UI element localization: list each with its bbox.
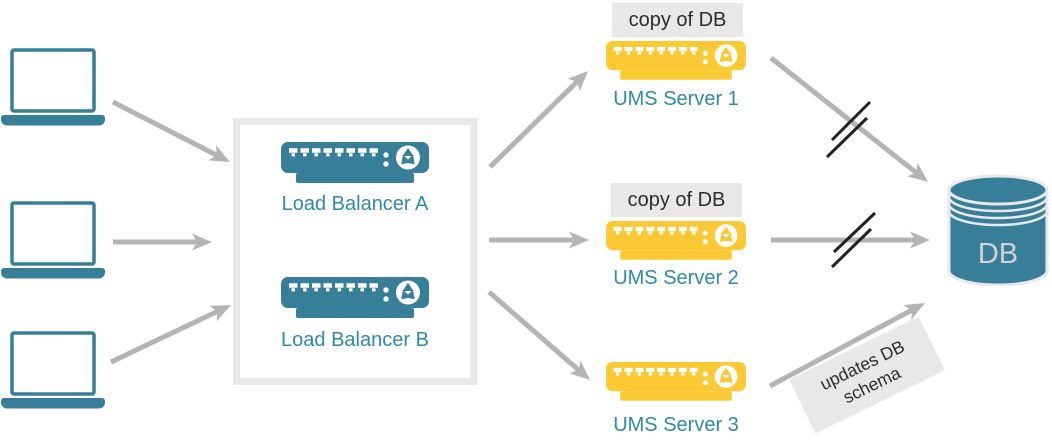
laptop-icon [1,48,105,126]
updates-db-schema-note: updates DB schema [789,316,945,434]
ums-server-1-label: UMS Server 1 [613,88,739,110]
laptop-icon [1,331,105,409]
copy-of-db-badge: copy of DB [611,183,742,217]
server-icon [280,141,430,185]
flow-arrow [109,305,231,365]
flow-arrow [771,231,930,249]
flow-arrow [111,99,230,162]
ums-server-2-label: UMS Server 2 [613,267,739,289]
load-balancer-a-label: Load Balancer A [281,193,429,215]
server-icon [605,40,747,82]
flow-arrow [769,56,928,182]
laptop-icon [1,201,105,279]
flow-arrow [488,71,588,169]
flow-arrow [113,233,212,251]
database-cylinder-icon: DB [947,174,1049,286]
flow-arrow [489,231,589,249]
broken-link-slash [830,100,872,142]
broken-link-slash [832,211,877,254]
flow-arrow [487,290,590,380]
db-label: DB [978,238,1018,270]
copy-of-db-badge: copy of DB [612,3,743,37]
server-icon [605,220,747,262]
load-balancer-b-label: Load Balancer B [281,329,429,351]
broken-link-slash [830,227,873,269]
server-icon [605,361,747,403]
ums-server-3-label: UMS Server 3 [613,414,739,436]
server-icon [280,276,430,320]
broken-link-slash [825,116,869,159]
